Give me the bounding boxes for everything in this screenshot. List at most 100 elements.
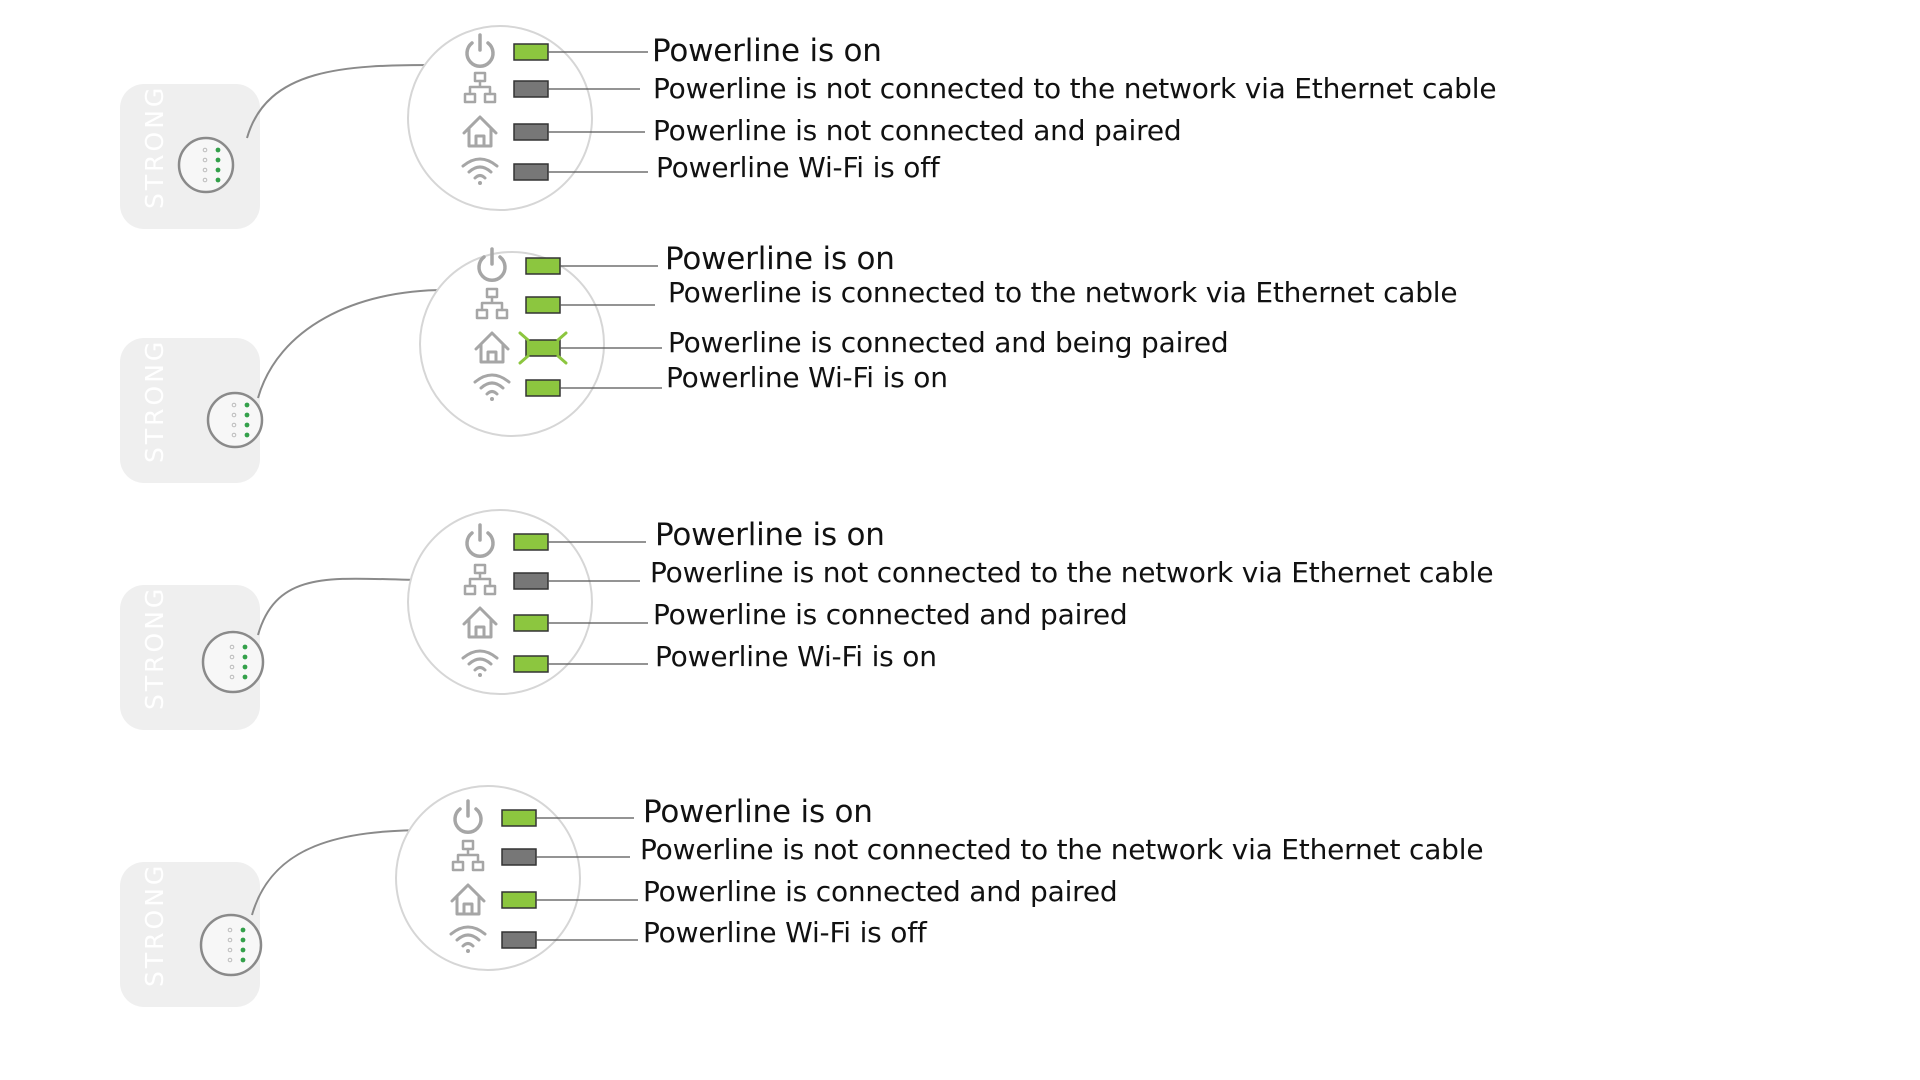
- wifi-icon: [461, 649, 499, 677]
- device-led-symbol: [231, 432, 237, 438]
- power-icon: [453, 799, 483, 834]
- device-led-dot: [244, 422, 250, 428]
- led-zoom-circle: [395, 785, 581, 971]
- device-led-dot: [242, 654, 248, 660]
- wifi-icon: [473, 373, 511, 401]
- led-row-home: [462, 606, 648, 639]
- led-status-label: Powerline Wi-Fi is off: [643, 916, 927, 949]
- device-led-dot: [215, 167, 221, 173]
- wifi-icon: [461, 157, 499, 185]
- device-led-dot: [240, 957, 246, 963]
- led-row-ethernet: [463, 71, 640, 104]
- callout-connector: [251, 829, 431, 916]
- led-row-wifi: [449, 925, 638, 953]
- led-row-home: [474, 331, 662, 365]
- led-row-power: [465, 33, 648, 68]
- ethernet-icon: [451, 839, 485, 872]
- home-icon: [474, 331, 510, 364]
- home-icon: [462, 606, 498, 639]
- device-brand-logo: STRONG: [140, 338, 169, 463]
- device-led-cluster: [177, 136, 235, 194]
- device-led-dot: [215, 157, 221, 163]
- led-indicator-on: [513, 614, 549, 632]
- device-led-symbol: [231, 402, 237, 408]
- led-status-label: Powerline is on: [655, 517, 885, 553]
- led-indicator-off: [513, 572, 549, 590]
- power-icon: [465, 33, 495, 68]
- ethernet-icon: [463, 563, 497, 596]
- device-led-symbol: [227, 937, 233, 943]
- home-icon: [450, 883, 486, 916]
- device-led-dot: [242, 674, 248, 680]
- device-led-cluster: [199, 913, 263, 977]
- powerline-device: [120, 338, 260, 483]
- device-led-symbol: [231, 412, 237, 418]
- device-led-dot: [244, 402, 250, 408]
- led-indicator-on: [513, 655, 549, 673]
- led-status-label: Powerline is not connected and paired: [653, 114, 1182, 147]
- led-status-label: Powerline is connected and paired: [643, 875, 1118, 908]
- callout-connector: [257, 577, 431, 636]
- device-brand-logo: STRONG: [140, 84, 169, 209]
- status-panel-1: [120, 25, 648, 229]
- led-zoom-circle: [407, 509, 593, 695]
- callout-connector: [257, 289, 446, 399]
- power-icon: [465, 523, 495, 558]
- device-led-symbol: [202, 167, 208, 173]
- led-status-label: Powerline Wi-Fi is on: [666, 361, 948, 394]
- device-led-symbol: [229, 654, 235, 660]
- device-brand-logo: STRONG: [140, 862, 169, 987]
- device-led-symbol: [202, 177, 208, 183]
- led-row-power: [453, 799, 634, 834]
- device-led-symbol: [229, 644, 235, 650]
- led-status-label: Powerline Wi-Fi is off: [656, 151, 940, 184]
- led-row-wifi: [461, 649, 648, 677]
- led-status-label: Powerline is connected to the network vi…: [668, 276, 1458, 309]
- led-row-ethernet: [451, 839, 630, 872]
- led-indicator-blinking: [525, 339, 561, 357]
- blink-rays: [518, 331, 568, 365]
- led-indicator-off: [501, 931, 537, 949]
- device-led-dot: [240, 947, 246, 953]
- led-row-power: [477, 247, 658, 282]
- led-indicator-off: [501, 848, 537, 866]
- led-status-label: Powerline is on: [643, 794, 873, 830]
- led-indicator-on: [513, 533, 549, 551]
- led-indicator-on: [525, 379, 561, 397]
- device-led-symbol: [202, 147, 208, 153]
- led-status-label: Powerline is connected and being paired: [668, 326, 1229, 359]
- device-led-symbol: [227, 957, 233, 963]
- ethernet-icon: [475, 287, 509, 320]
- led-status-label: Powerline is connected and paired: [653, 598, 1128, 631]
- power-icon: [477, 247, 507, 282]
- led-row-home: [450, 883, 638, 916]
- wifi-icon: [449, 925, 487, 953]
- callout-connector: [246, 64, 436, 139]
- status-panel-4: [120, 785, 638, 1007]
- device-led-dot: [244, 412, 250, 418]
- device-brand-logo: STRONG: [140, 585, 169, 710]
- device-led-symbol: [202, 157, 208, 163]
- led-row-wifi: [461, 157, 648, 185]
- ethernet-icon: [463, 71, 497, 104]
- led-row-home: [462, 115, 645, 148]
- device-led-dot: [215, 147, 221, 153]
- led-indicator-off: [513, 80, 549, 98]
- led-status-label: Powerline is on: [665, 241, 895, 277]
- led-indicator-off: [513, 163, 549, 181]
- device-led-dot: [244, 432, 250, 438]
- device-led-symbol: [229, 664, 235, 670]
- device-led-symbol: [227, 947, 233, 953]
- powerline-device: [120, 585, 260, 730]
- device-led-cluster: [206, 391, 264, 449]
- led-row-ethernet: [475, 287, 655, 320]
- led-indicator-on: [525, 296, 561, 314]
- device-led-dot: [242, 664, 248, 670]
- led-indicator-on: [501, 809, 537, 827]
- device-led-cluster: [201, 630, 265, 694]
- led-status-label: Powerline Wi-Fi is on: [655, 640, 937, 673]
- led-status-label: Powerline is on: [652, 33, 882, 69]
- led-indicator-on: [525, 257, 561, 275]
